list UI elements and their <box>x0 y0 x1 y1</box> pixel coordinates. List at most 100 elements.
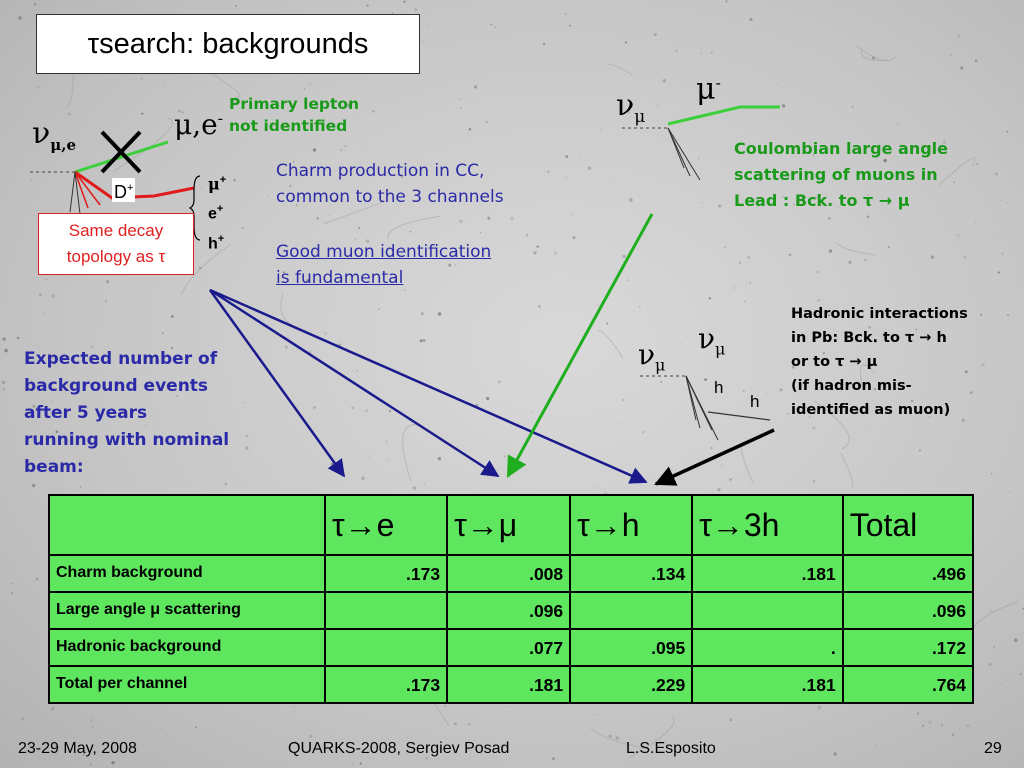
grain-dot <box>874 744 877 746</box>
grain-dot <box>340 149 342 151</box>
left-hadron-prong-4 <box>69 171 76 213</box>
grain-dot <box>895 279 897 281</box>
grain-dot <box>166 733 168 735</box>
coulomb-muon-label: μ- <box>696 72 721 107</box>
left-hadron-prong-3 <box>74 171 81 215</box>
grain-dot <box>67 112 72 116</box>
grain-dot <box>697 157 700 160</box>
grain-dot <box>365 239 370 243</box>
grain-dot <box>758 178 762 182</box>
grain-dot <box>166 419 167 421</box>
grain-dot <box>391 12 394 14</box>
grain-dot <box>964 370 968 374</box>
grain-dot <box>530 411 532 413</box>
grain-dot <box>178 110 181 113</box>
grain-dot <box>814 196 818 200</box>
grain-dot <box>723 31 725 32</box>
grain-dot <box>344 144 347 148</box>
grain-dot <box>412 486 416 490</box>
grain-dot <box>1000 683 1002 685</box>
hadronic-nu-out-subscript: μ <box>715 339 726 359</box>
grain-fiber <box>855 45 897 62</box>
grain-dot <box>729 478 732 481</box>
grain-dot <box>224 482 228 486</box>
grain-dot <box>39 146 41 148</box>
table-header-cell: Total <box>841 494 975 556</box>
grain-dot <box>459 219 463 223</box>
grain-dot <box>779 388 783 392</box>
table-cell: .172 <box>841 628 975 667</box>
grain-dot <box>328 215 330 216</box>
table-cell <box>691 591 844 630</box>
grain-dot <box>167 395 169 397</box>
table-cell: .173 <box>323 554 449 593</box>
grain-dot <box>487 216 491 220</box>
grain-dot <box>974 59 978 62</box>
grain-dot <box>627 111 630 114</box>
grain-dot <box>365 409 368 412</box>
grain-dot <box>837 207 839 208</box>
grain-fiber <box>323 200 387 224</box>
grain-dot <box>351 406 354 410</box>
grain-dot <box>32 483 36 488</box>
grain-dot <box>867 194 870 196</box>
grain-fiber <box>938 157 976 186</box>
grain-dot <box>864 259 867 262</box>
grain-dot <box>306 278 310 283</box>
grain-dot <box>458 98 461 100</box>
grain-dot <box>848 260 852 264</box>
grain-dot <box>241 226 244 229</box>
grain-dot <box>401 473 403 475</box>
table-cell: .496 <box>841 554 975 593</box>
grain-dot <box>516 159 518 161</box>
grain-dot <box>1019 672 1023 676</box>
grain-dot <box>162 84 164 86</box>
grain-dot <box>809 416 811 418</box>
arrow-charm-to-tau-h <box>209 288 648 484</box>
grain-dot <box>738 194 741 196</box>
grain-dot <box>105 280 110 284</box>
grain-dot <box>79 486 82 489</box>
grain-dot <box>200 256 202 258</box>
muon-id-line-2: is fundamental <box>276 268 404 288</box>
table-row: Large angle μ scattering .096 .096 <box>48 591 975 630</box>
grain-dot <box>569 24 571 27</box>
grain-dot <box>242 402 244 404</box>
grain-dot <box>510 216 514 221</box>
background-events-table: τ→e τ→μ τ→h τ→3h Total Charm background … <box>48 494 975 704</box>
grain-dot <box>37 85 40 88</box>
left-neutrino-label: νμ,e <box>32 116 76 154</box>
grain-dot <box>579 155 582 158</box>
left-nu-subscript: μ,e <box>50 136 76 154</box>
expected-note-line-2: background events <box>24 376 209 396</box>
grain-dot <box>866 215 870 219</box>
muon-id-line-1: Good muon identification <box>276 242 492 262</box>
grain-dot <box>21 716 25 721</box>
grain-dot <box>334 300 335 302</box>
hadronic-note-line-3: or to τ → μ <box>791 354 878 370</box>
grain-dot <box>312 148 317 152</box>
grain-dot <box>378 276 381 279</box>
hadronic-nu-out-symbol: ν <box>698 322 716 355</box>
grain-dot <box>817 299 820 302</box>
grain-dot <box>600 128 602 130</box>
grain-dot <box>359 762 362 765</box>
grain-dot <box>662 79 667 83</box>
grain-dot <box>777 83 779 85</box>
grain-dot <box>606 322 609 325</box>
grain-dot <box>570 213 572 215</box>
arrow-charm-to-tau-mu <box>209 288 500 478</box>
table-row: Charm background .173 .008 .134 .181 .49… <box>48 554 975 593</box>
grain-dot <box>351 762 355 765</box>
grain-fiber <box>835 242 877 256</box>
grain-dot <box>564 13 567 15</box>
grain-dot <box>1001 252 1004 255</box>
grain-dot <box>723 246 726 249</box>
grain-dot <box>2 337 6 341</box>
grain-dot <box>539 372 541 375</box>
grain-dot <box>161 331 165 335</box>
grain-dot <box>16 336 20 340</box>
expected-events-note: Expected number of background events aft… <box>24 346 229 481</box>
grain-dot <box>615 736 619 740</box>
grain-dot <box>55 430 59 434</box>
